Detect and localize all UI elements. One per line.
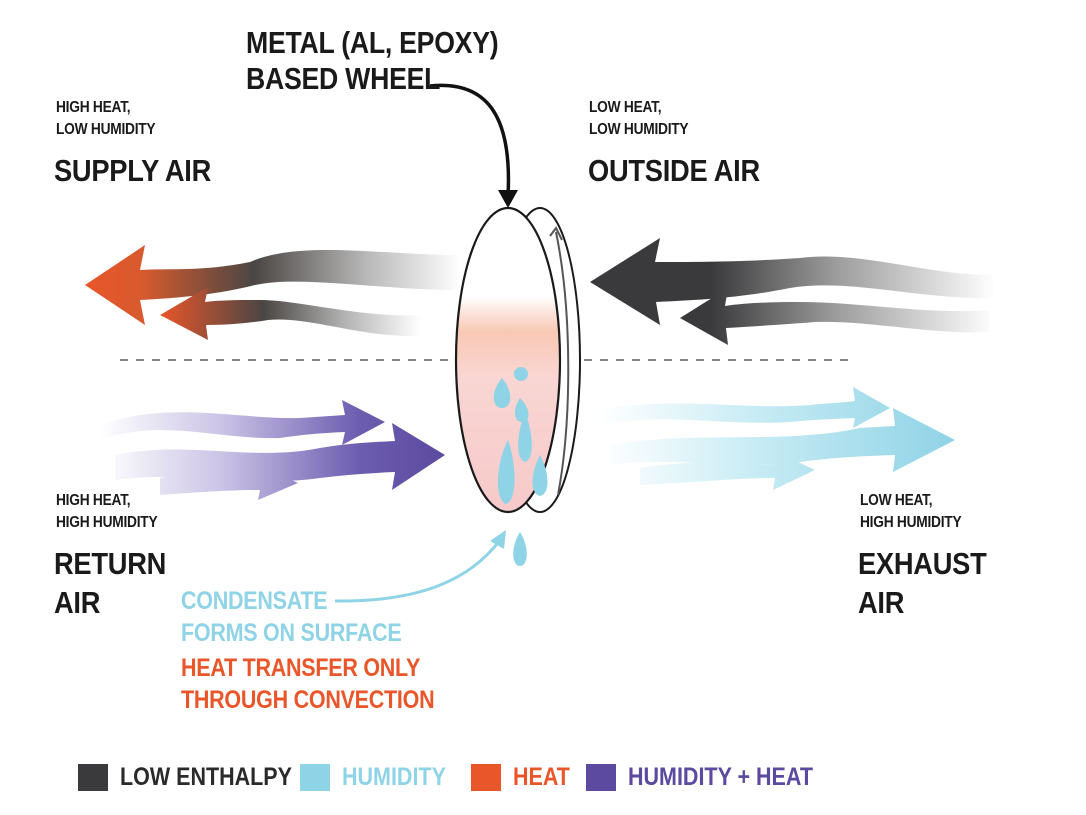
supply-air-arrows	[85, 245, 460, 340]
droplet-icon	[513, 532, 527, 566]
exhaust-air-label-2: AIR	[858, 585, 905, 620]
droplet-icon	[532, 455, 548, 496]
legend-label: HUMIDITY + HEAT	[628, 763, 813, 791]
legend-label: HUMIDITY	[342, 763, 446, 791]
condensate-note-line1: CONDENSATE	[181, 587, 328, 615]
legend-swatch	[586, 764, 616, 791]
supply-air-label: SUPPLY AIR	[54, 153, 212, 188]
droplet-icon	[514, 367, 528, 381]
rotation-arrow-icon	[555, 231, 570, 496]
supply-air-desc-1: HIGH HEAT,	[56, 99, 131, 116]
return-arrow-small	[100, 400, 385, 445]
return-air-desc-2: HIGH HUMIDITY	[56, 514, 158, 531]
return-air-arrows	[100, 400, 445, 500]
supply-arrow-large	[85, 245, 460, 325]
wheel-pointer-arrow	[429, 83, 511, 197]
legend-swatch	[471, 764, 501, 791]
wheel-title-line1: METAL (AL, EPOXY)	[246, 25, 499, 60]
water-droplets	[493, 367, 548, 566]
heat-note-line1: HEAT TRANSFER ONLY	[181, 654, 421, 682]
exhaust-arrow-mid	[640, 450, 815, 490]
outside-arrow-small	[680, 288, 990, 345]
droplet-icon	[493, 378, 511, 408]
outside-air-desc-2: LOW HUMIDITY	[589, 121, 689, 138]
legend-label: LOW ENTHALPY	[120, 763, 292, 791]
exhaust-air-label-1: EXHAUST	[858, 546, 987, 581]
legend-swatch	[78, 764, 108, 791]
return-air-label-1: RETURN	[54, 546, 167, 581]
supply-arrow-small	[160, 287, 420, 340]
outside-air-label: OUTSIDE AIR	[588, 153, 760, 188]
supply-air-desc-2: LOW HUMIDITY	[56, 121, 156, 138]
return-air-label-2: AIR	[54, 585, 101, 620]
exhaust-air-desc-1: LOW HEAT,	[860, 492, 933, 509]
droplet-icon	[518, 412, 532, 462]
return-air-desc-1: HIGH HEAT,	[56, 492, 131, 509]
condensate-pointer-arrow	[334, 539, 502, 603]
condensate-note-line2: FORMS ON SURFACE	[181, 619, 402, 647]
legend: LOW ENTHALPY HUMIDITY HEAT HUMIDITY + HE…	[78, 762, 978, 792]
outside-air-desc-1: LOW HEAT,	[589, 99, 662, 116]
exhaust-arrow-small	[600, 387, 890, 428]
return-arrow-large	[115, 423, 445, 490]
return-arrow-mid	[160, 465, 298, 500]
heat-note-line2: THROUGH CONVECTION	[181, 686, 435, 714]
wheel	[454, 206, 581, 514]
legend-swatch	[300, 764, 330, 791]
wheel-title-line2: BASED WHEEL	[246, 61, 441, 96]
exhaust-air-arrows	[600, 387, 955, 490]
legend-label: HEAT	[513, 763, 570, 791]
outside-air-arrows	[590, 238, 995, 345]
outside-arrow-large	[590, 238, 995, 325]
exhaust-arrow-large	[610, 408, 955, 472]
exhaust-air-desc-2: HIGH HUMIDITY	[860, 514, 962, 531]
droplet-icon	[497, 440, 515, 504]
